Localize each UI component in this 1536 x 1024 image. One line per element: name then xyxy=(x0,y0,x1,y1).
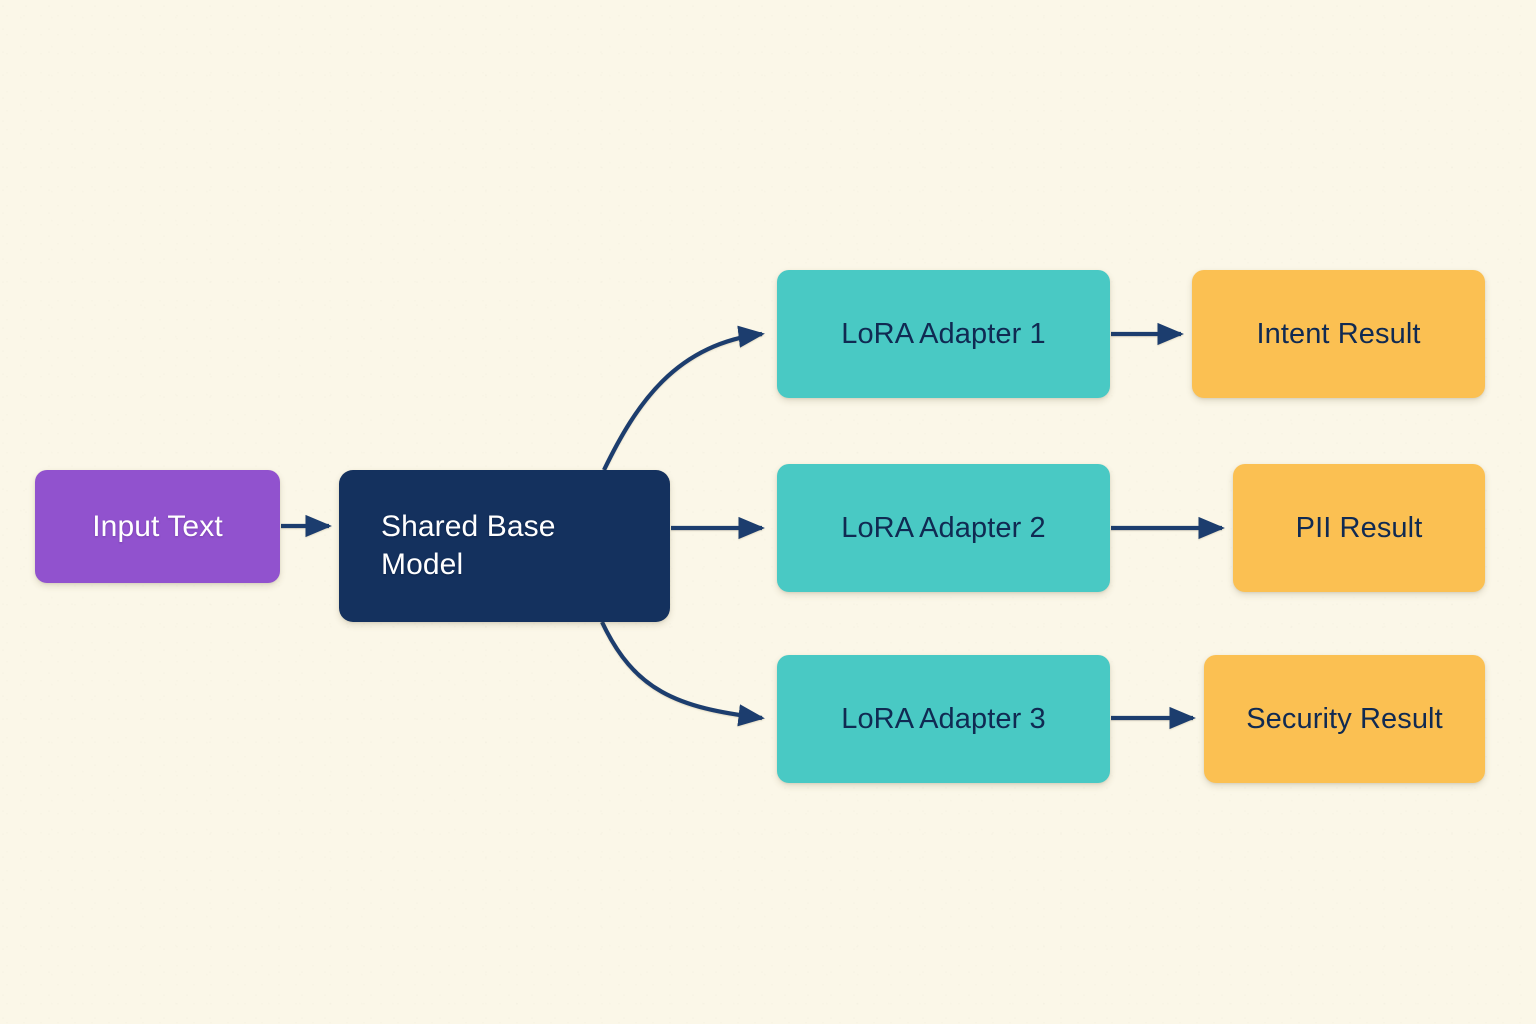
node-lora-adapter-1[interactable]: LoRA Adapter 1 xyxy=(777,270,1110,398)
node-lora-adapter-2-label: LoRA Adapter 2 xyxy=(841,511,1046,544)
node-shared-base-model-line1: Shared Base xyxy=(381,510,556,544)
node-intent-result[interactable]: Intent Result xyxy=(1192,270,1485,398)
node-lora-adapter-3-label: LoRA Adapter 3 xyxy=(841,702,1046,735)
node-input-text-label: Input Text xyxy=(92,509,223,543)
node-lora-adapter-1-label: LoRA Adapter 1 xyxy=(841,317,1046,350)
node-input-text[interactable]: Input Text xyxy=(35,470,280,583)
node-lora-adapter-3[interactable]: LoRA Adapter 3 xyxy=(777,655,1110,783)
node-shared-base-model-label: Shared Base Model xyxy=(381,508,670,584)
node-security-result-label: Security Result xyxy=(1246,702,1443,735)
node-pii-result-label: PII Result xyxy=(1295,511,1423,544)
node-lora-adapter-2[interactable]: LoRA Adapter 2 xyxy=(777,464,1110,592)
node-shared-base-model[interactable]: Shared Base Model xyxy=(339,470,670,622)
edge-base-to-adapter-1 xyxy=(602,325,765,471)
node-shared-base-model-line2: Model xyxy=(381,548,464,581)
node-security-result[interactable]: Security Result xyxy=(1204,655,1485,783)
node-intent-result-label: Intent Result xyxy=(1256,317,1421,350)
edge-base-to-adapter-3 xyxy=(600,621,765,727)
node-pii-result[interactable]: PII Result xyxy=(1233,464,1485,592)
